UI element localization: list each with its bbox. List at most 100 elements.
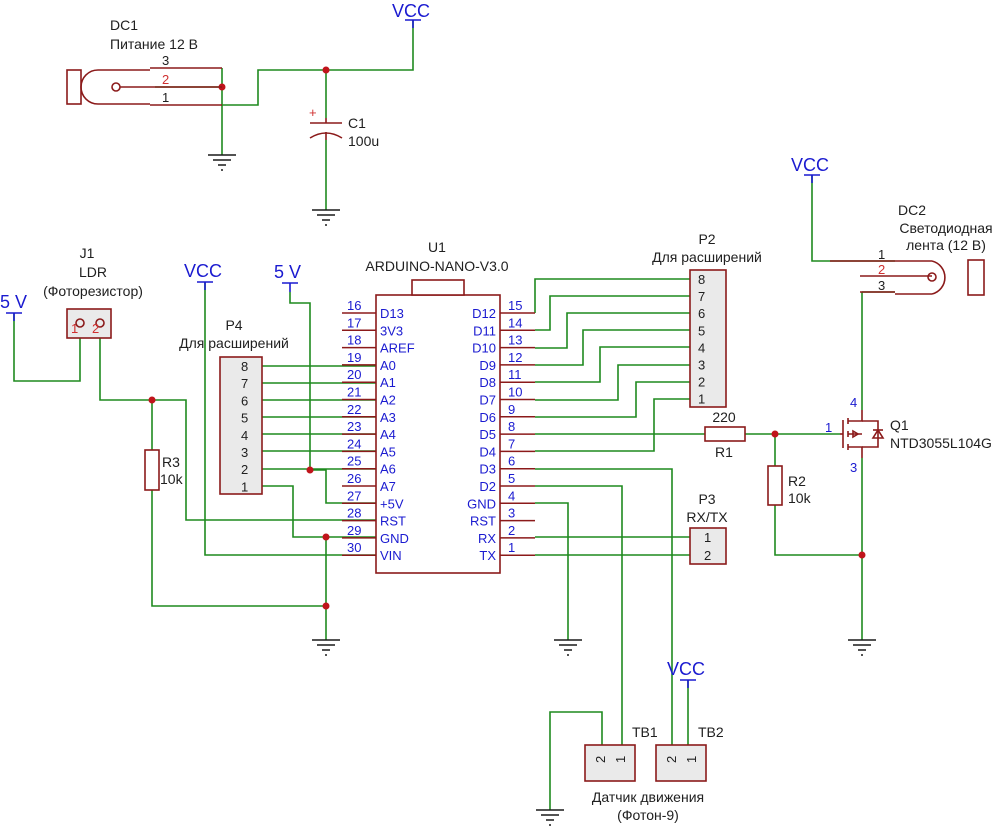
u1-left-pin-num: 25	[347, 454, 361, 469]
p4-pin-num: 1	[241, 479, 248, 494]
u1-left-pin-name: 3V3	[380, 323, 403, 338]
u1-left-pin-num: 28	[347, 506, 361, 521]
u1-left-pin-name: RST	[380, 514, 406, 529]
p4-pin-num: 6	[241, 393, 248, 408]
u1-name: ARDUINO-NANO-V3.0	[365, 258, 508, 274]
dc1-pin-1: 1	[162, 90, 169, 105]
u1-left-pin-name: AREF	[380, 341, 415, 356]
dc1-pin-3: 3	[162, 53, 169, 68]
p2-pin-num: 7	[698, 289, 705, 304]
junction-dot	[858, 551, 866, 559]
u1-left-pin-num: 23	[347, 419, 361, 434]
u1-right-pin-name: D4	[479, 444, 496, 459]
p2-pin-num: 6	[698, 306, 705, 321]
u1-left-pin-num: 27	[347, 488, 361, 503]
u1-left-pin-name: A2	[380, 393, 396, 408]
vcc-flag: VCC	[392, 1, 430, 28]
u1-left-pin-num: 29	[347, 523, 361, 538]
5v-flag: 5 V	[274, 262, 301, 292]
junction-dot	[148, 396, 156, 404]
u1-left-pin-num: 30	[347, 540, 361, 555]
vcc-flag: VCC	[667, 659, 705, 688]
u1-right-pin-name: TX	[479, 548, 496, 563]
vcc-label: VCC	[791, 155, 829, 175]
dc1-pin-2: 2	[162, 72, 169, 87]
c1-value: 100u	[348, 133, 379, 149]
u1-right-pin-name: D3	[479, 462, 496, 477]
dc1-ref: DC1	[110, 17, 138, 33]
vcc-label: VCC	[667, 659, 705, 679]
tb2-ref: TB2	[698, 724, 724, 740]
vcc-flag: VCC	[184, 261, 222, 290]
dc2-pin-3: 3	[878, 278, 885, 293]
tb1-pin-1: 1	[613, 756, 628, 763]
r2-ref: R2	[788, 473, 806, 489]
u1-usb-notch	[411, 279, 465, 296]
q1-pin-gate: 1	[825, 420, 832, 435]
ground-symbols	[208, 154, 876, 826]
u1-left-pin-name: A4	[380, 427, 396, 442]
u1-left-pin-name: A7	[380, 479, 396, 494]
u1-left-pin-num: 17	[347, 315, 361, 330]
r3-value: 10k	[160, 471, 184, 487]
u1-left-pin-num: 18	[347, 333, 361, 348]
tb2-pin-2: 2	[664, 756, 679, 763]
u1-right-pin-name: D11	[473, 323, 496, 338]
ground-icon	[208, 154, 236, 171]
u1-right-pin-num: 1	[508, 540, 515, 555]
dc2-pin-1: 1	[878, 247, 885, 262]
p4-pin-num: 4	[241, 428, 248, 443]
junctions	[148, 66, 866, 610]
junction-dot	[771, 430, 779, 438]
p4-pin-num: 2	[241, 462, 248, 477]
tb1-terminal: 2 1 TB1	[584, 724, 658, 782]
p3-header: 1 2 P3 RX/TX	[686, 491, 728, 565]
r2-value: 10k	[788, 490, 812, 506]
u1-right-pin-name: D12	[472, 306, 496, 321]
j1-desc: (Фоторезистор)	[43, 283, 143, 299]
p4-pin-num: 8	[241, 359, 248, 374]
u1-left-pin-num: 20	[347, 367, 361, 382]
junction-dot	[306, 466, 314, 474]
u1-right-pin-num: 14	[508, 315, 522, 330]
u1-left-pin-num: 24	[347, 436, 361, 451]
u1-left-pin-name: A0	[380, 358, 396, 373]
u1-right-pin-name: GND	[467, 496, 496, 511]
p2-pin-num: 3	[698, 358, 705, 373]
dc2-desc-line2: лента (12 В)	[906, 237, 986, 253]
dc2-ref: DC2	[898, 202, 926, 218]
p3-pin-2: 2	[704, 548, 711, 563]
ground-icon	[536, 809, 564, 826]
dc2-led-strip-jack: 1 2 3 DC2 Светодиодная лента (12 В)	[830, 202, 993, 296]
j1-pin-2: 2	[92, 321, 99, 336]
u1-body	[375, 294, 501, 574]
u1-right-pin-name: D5	[479, 427, 496, 442]
u1-right-pin-num: 13	[508, 333, 522, 348]
tb1-ref: TB1	[632, 724, 658, 740]
u1-right-pin-num: 5	[508, 471, 515, 486]
p2-desc: Для расширений	[652, 249, 762, 265]
p2-pin-num: 2	[698, 375, 705, 390]
p4-pin-num: 5	[241, 411, 248, 426]
j1-ref: J1	[80, 245, 95, 261]
p3-desc: RX/TX	[686, 509, 728, 525]
r1-resistor: 220 R1	[704, 409, 746, 460]
p2-ref: P2	[698, 231, 715, 247]
p3-ref: P3	[698, 491, 715, 507]
u1-left-pin-name: +5V	[380, 496, 404, 511]
dc1-power-jack: 3 2 1 DC1 Питание 12 В	[66, 17, 222, 106]
u1-right-pin-name: D7	[479, 393, 496, 408]
r3-ref: R3	[162, 454, 180, 470]
c1-capacitor: + C1 100u	[309, 105, 379, 149]
q1-mosfet: 1 4 3 Q1 NTD3055L104G	[825, 395, 992, 475]
ground-icon	[312, 639, 340, 656]
u1-right-pin-num: 6	[508, 454, 515, 469]
q1-ref: Q1	[890, 417, 909, 433]
u1-ref: U1	[428, 239, 446, 255]
u1-right-pin-num: 11	[508, 367, 522, 382]
u1-right-pin-num: 12	[508, 350, 522, 365]
ground-icon	[848, 639, 876, 656]
u1-right-pin-name: D9	[479, 358, 496, 373]
